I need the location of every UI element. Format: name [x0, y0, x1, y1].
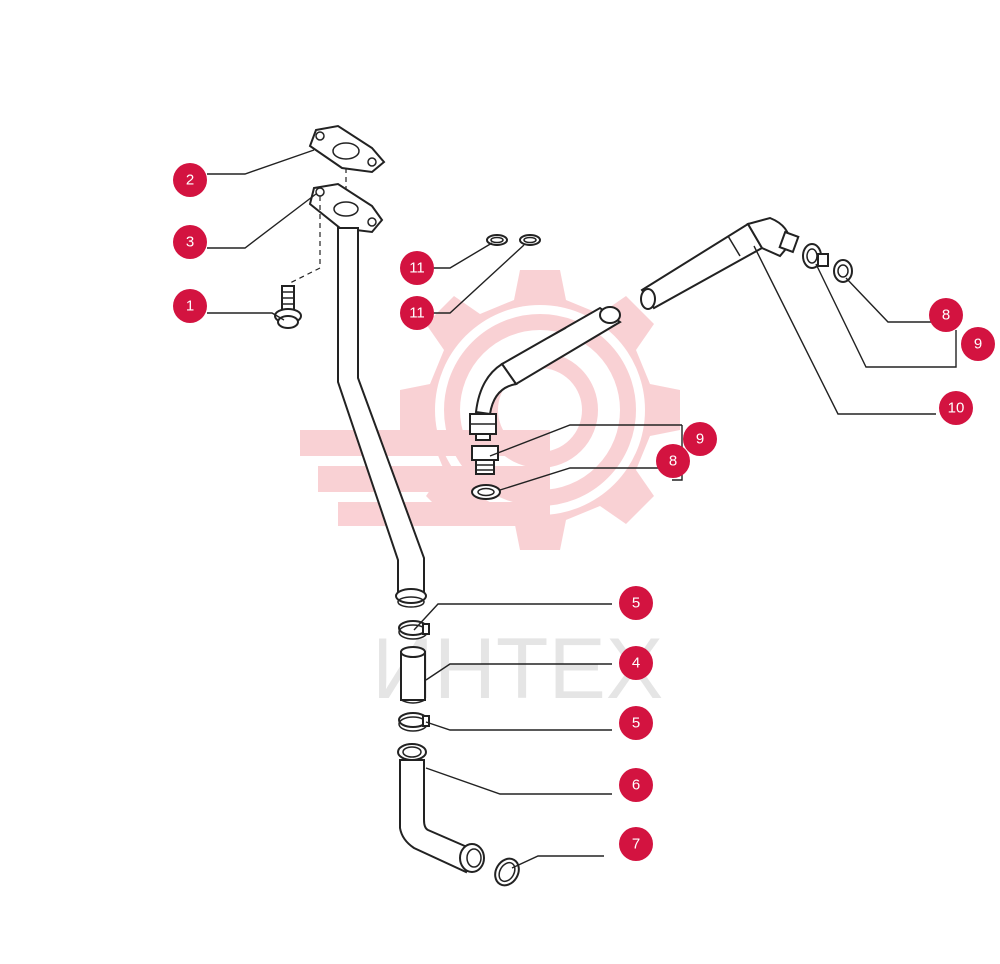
callout-4: 4 — [619, 646, 653, 680]
callout-3: 3 — [173, 225, 207, 259]
svg-text:8: 8 — [669, 453, 677, 470]
svg-text:11: 11 — [409, 260, 425, 277]
svg-text:11: 11 — [409, 305, 425, 322]
callout-5-upper: 5 — [619, 586, 653, 620]
svg-text:9: 9 — [696, 431, 704, 448]
hose-clamp-lower-part — [398, 712, 430, 732]
union-fitting-part — [471, 445, 499, 475]
svg-text:8: 8 — [942, 307, 950, 324]
callout-9-right: 9 — [961, 327, 995, 361]
bolt-part — [274, 285, 302, 329]
callout-10: 10 — [939, 391, 973, 425]
callout-8-middle: 8 — [656, 444, 690, 478]
callout-6: 6 — [619, 768, 653, 802]
callout-1: 1 — [173, 289, 207, 323]
svg-text:9: 9 — [974, 336, 982, 353]
svg-text:2: 2 — [186, 172, 194, 189]
svg-text:5: 5 — [632, 595, 640, 612]
callout-7: 7 — [619, 827, 653, 861]
bent-pipe-part — [397, 743, 485, 874]
svg-text:1: 1 — [186, 298, 194, 315]
svg-text:3: 3 — [186, 234, 194, 251]
callout-8-right: 8 — [929, 298, 963, 332]
middle-pipe-part — [469, 306, 622, 441]
o-ring-pair-part — [486, 234, 541, 246]
washer-part — [471, 484, 501, 500]
right-washer-part — [833, 259, 853, 283]
watermark-logo: ИНТЕХ — [300, 270, 680, 717]
hose-sleeve-part — [400, 646, 426, 704]
flange-tube-part — [308, 182, 427, 608]
o-ring-part — [494, 857, 520, 887]
gear-logo-icon — [300, 270, 680, 550]
bolt-alignment-dash — [287, 196, 321, 285]
flange-gasket-part — [308, 124, 386, 174]
callout-9-middle: 9 — [683, 422, 717, 456]
callout-11-upper: 11 — [400, 251, 434, 285]
callout-5-lower: 5 — [619, 706, 653, 740]
svg-text:4: 4 — [632, 655, 640, 672]
callout-2: 2 — [173, 163, 207, 197]
svg-text:7: 7 — [632, 836, 640, 853]
right-union-fitting-part — [802, 243, 829, 269]
svg-text:6: 6 — [632, 777, 640, 794]
svg-text:5: 5 — [632, 715, 640, 732]
callout-11-lower: 11 — [400, 296, 434, 330]
right-pipe-part — [640, 216, 800, 310]
svg-text:10: 10 — [948, 400, 965, 417]
